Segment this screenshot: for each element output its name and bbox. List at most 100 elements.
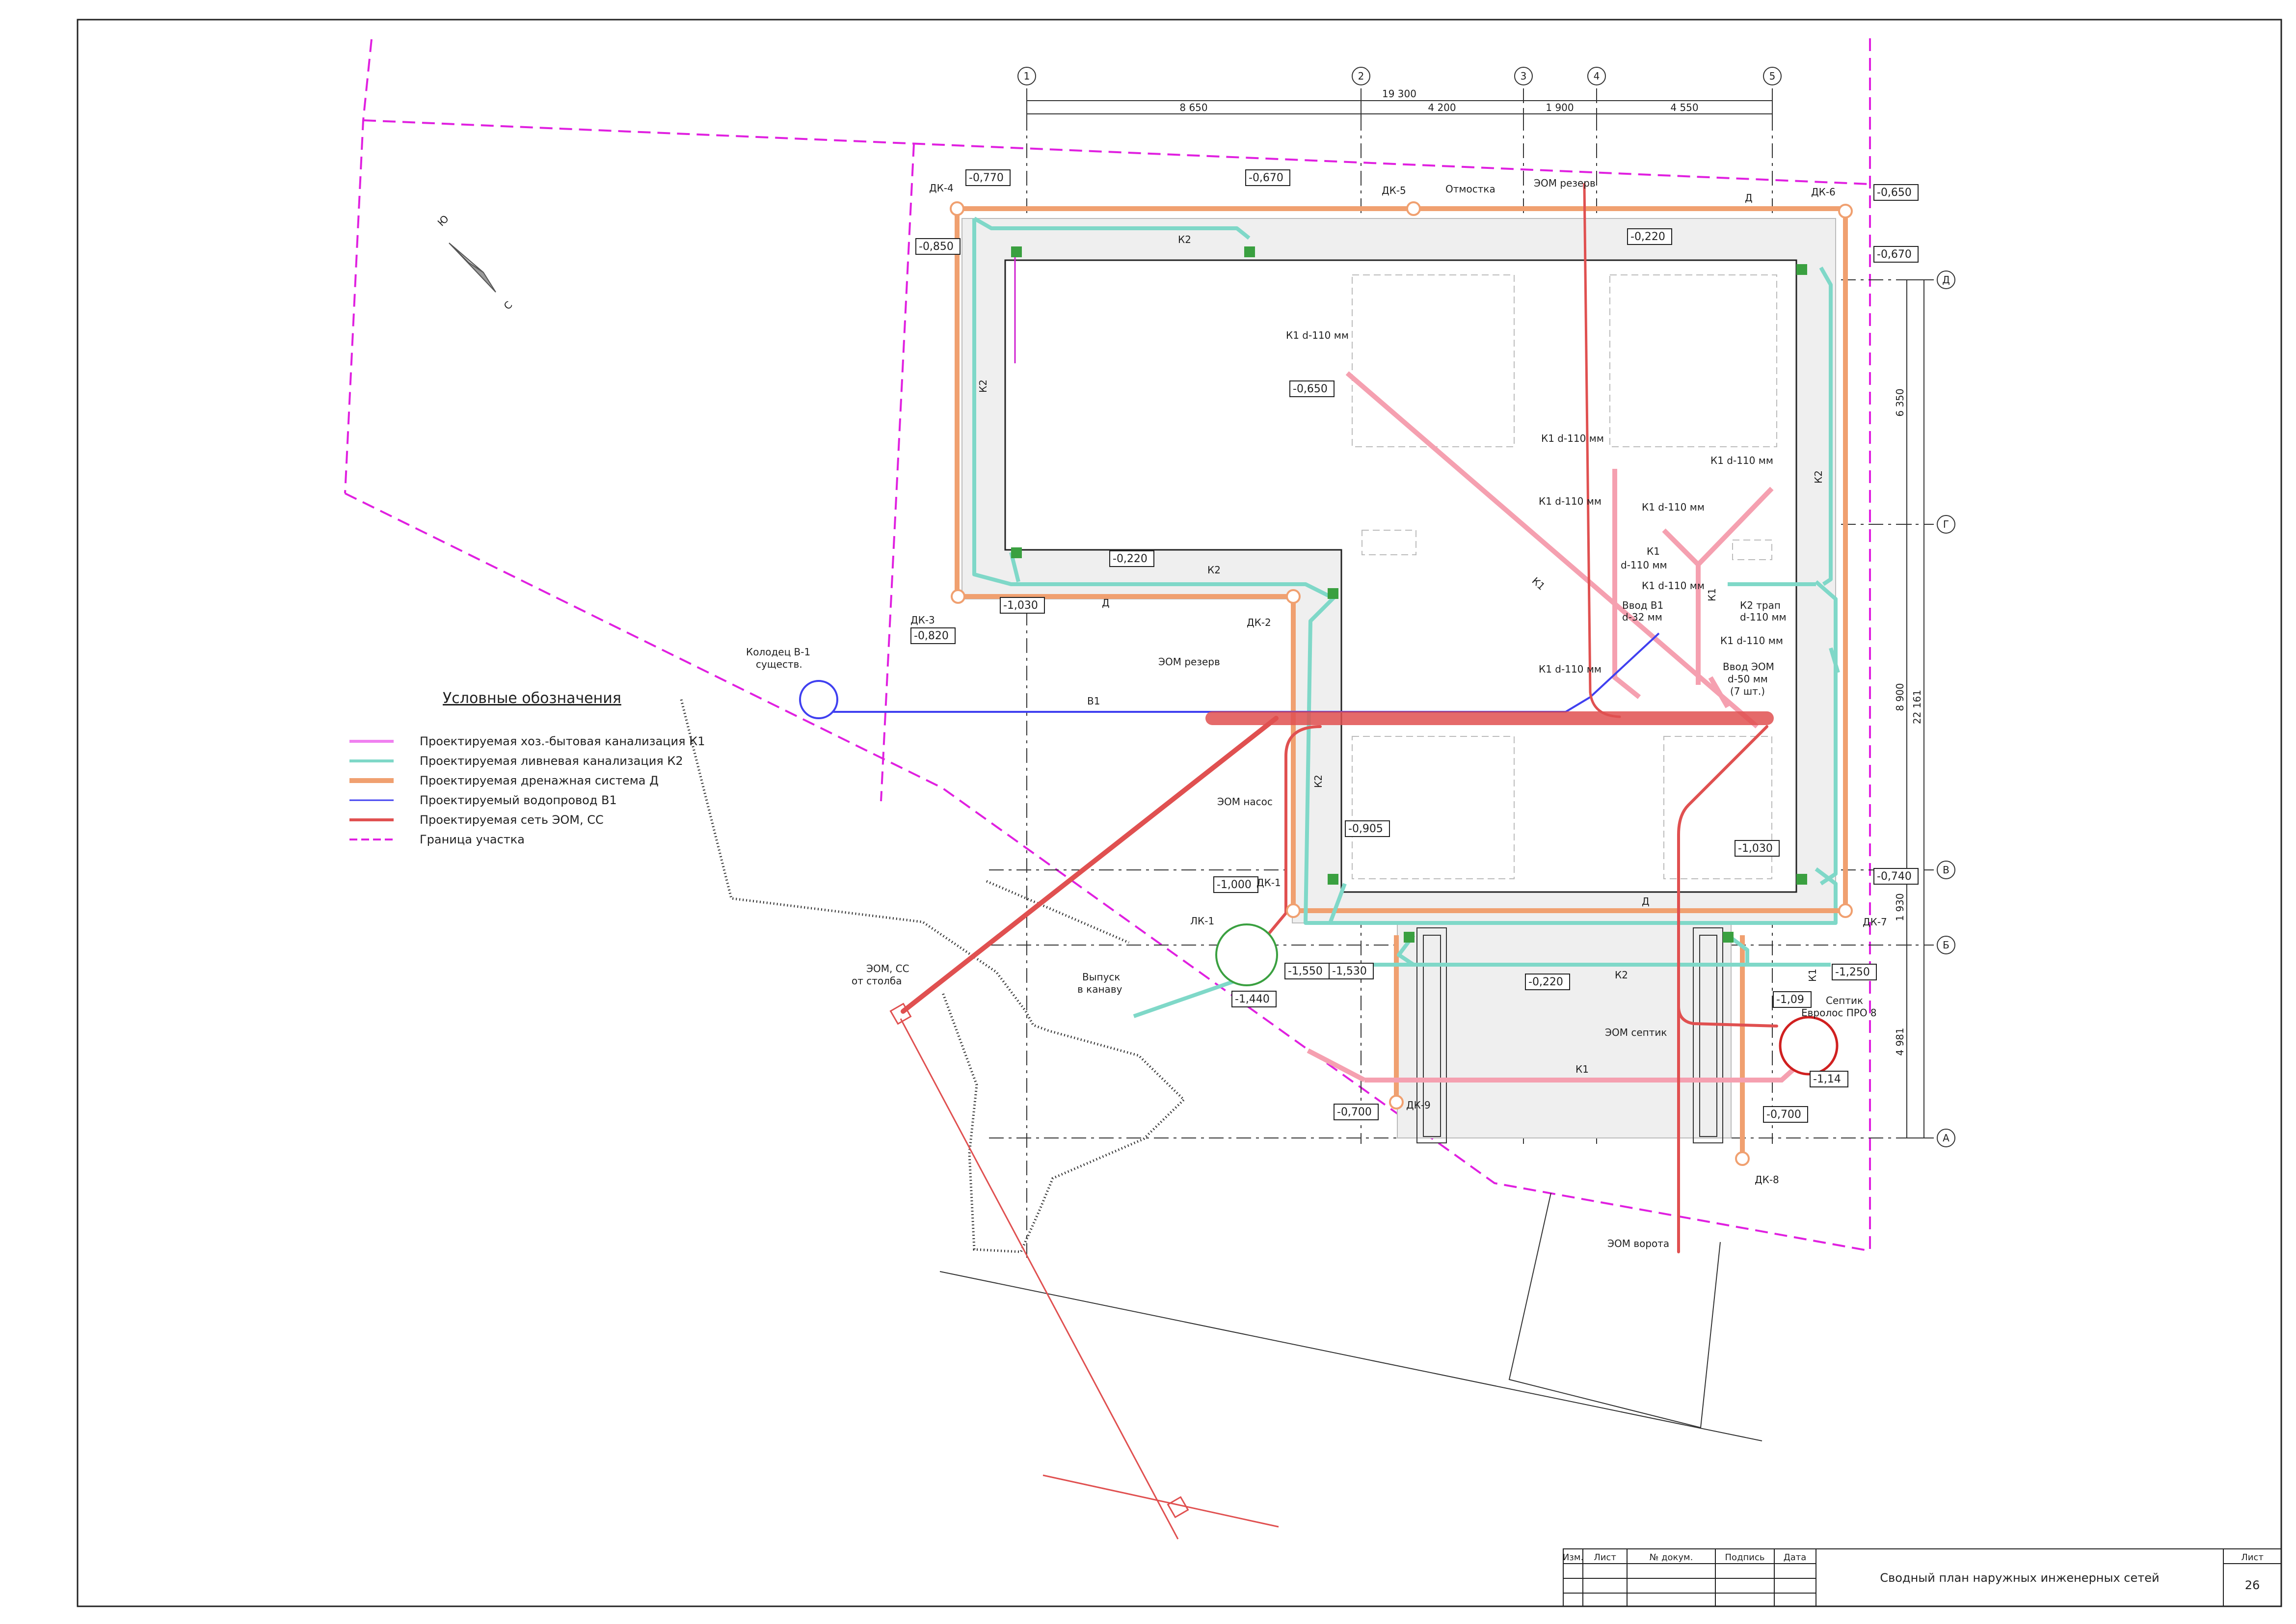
label-k2-1: К2 — [1178, 234, 1191, 245]
well-label: ДК-7 — [1863, 916, 1887, 928]
elevation-tag: -0,650 — [1289, 380, 1335, 397]
label-d-3: Д — [1642, 895, 1650, 907]
svg-text:-0,820: -0,820 — [914, 630, 949, 642]
legend-item: Проектируемая хоз.-бытовая канализация К… — [349, 734, 705, 748]
label-eom-ss-1: ЭОМ, СС — [866, 963, 909, 974]
svg-text:1: 1 — [1024, 70, 1030, 82]
label-k2-trap: К2 трап — [1740, 599, 1781, 611]
dim-top-3: 1 900 — [1546, 102, 1574, 113]
label-k1-a: К1 d-110 мм — [1541, 433, 1604, 444]
elevation-tag: -0,770 — [965, 169, 1011, 186]
elevation-tag: -1,000 — [1213, 876, 1258, 893]
label-eom-vorota: ЭОМ ворота — [1607, 1238, 1669, 1249]
well-label: ДК-5 — [1382, 185, 1406, 196]
grid-axis-G: Г — [1937, 515, 1955, 534]
dim-top-2: 4 200 — [1428, 102, 1456, 113]
grid-axis-V: В — [1937, 861, 1955, 879]
svg-text:А: А — [1943, 1132, 1949, 1144]
svg-text:3: 3 — [1521, 70, 1527, 82]
legend-item-label: Проектируемая ливневая канализация К2 — [420, 754, 683, 768]
label-vvod-b1: Ввод В1 — [1622, 599, 1663, 611]
svg-text:-0,850: -0,850 — [919, 241, 954, 253]
storm-inlets — [1011, 246, 1807, 943]
label-septik-1: Септик — [1826, 995, 1863, 1006]
label-k1-h: К1 d-110 мм — [1539, 663, 1602, 675]
elevation-tag: -0,905 — [1345, 820, 1390, 837]
elevation-tag: -1,440 — [1231, 991, 1277, 1007]
elevation-marks: -0,770 -0,670 -0,850 -0,650 -0,670 -0,220 -0,6… — [910, 169, 1919, 1123]
svg-text:-0,700: -0,700 — [1337, 1106, 1372, 1118]
svg-text:-0,220: -0,220 — [1630, 231, 1665, 243]
label-otmostka: Отмостка — [1445, 183, 1495, 195]
dim-right-3: 1 930 — [1894, 893, 1906, 921]
elevation-tag: -0,220 — [1627, 228, 1672, 245]
svg-text:-0,650: -0,650 — [1293, 383, 1328, 395]
well-label: ДК-3 — [910, 614, 935, 626]
storm-sewer-k2 — [972, 217, 1840, 1018]
svg-text:-1,250: -1,250 — [1835, 966, 1870, 978]
grid-axis-1: 1 — [1017, 67, 1036, 85]
eom-pole-line — [889, 1002, 1279, 1540]
elevation-tag: -0,670 — [1245, 169, 1290, 186]
svg-text:Дата: Дата — [1784, 1552, 1807, 1563]
svg-text:№ докум.: № докум. — [1650, 1552, 1693, 1563]
road-lines — [939, 1192, 1762, 1441]
label-kolodec-2: существ. — [756, 658, 802, 670]
label-vvod-b1-d: d-32 мм — [1622, 611, 1662, 623]
label-k1-e: К1 — [1647, 545, 1660, 557]
well-label: ДК-2 — [1247, 617, 1271, 628]
label-k1-c: К1 d-110 мм — [1539, 495, 1602, 507]
legend-item: Проектируемая сеть ЭОМ, СС — [349, 813, 604, 827]
label-d-1: Д — [1745, 192, 1753, 204]
label-eom-rezerv-top: ЭОМ резерв — [1534, 177, 1596, 189]
label-eom-septik: ЭОМ септик — [1605, 1027, 1667, 1038]
legend-item-label: Проектируемая дренажная система Д — [420, 774, 659, 787]
title-block — [1563, 1548, 2282, 1607]
label-vvod-eom: Ввод ЭОМ — [1723, 661, 1774, 673]
svg-text:-1,530: -1,530 — [1332, 965, 1367, 977]
sheet-number: 26 — [2245, 1578, 2260, 1592]
svg-text:-0,670: -0,670 — [1877, 248, 1912, 261]
sheet-frame — [77, 19, 2282, 1607]
svg-text:Лист: Лист — [1594, 1552, 1616, 1563]
storm-well-lk1 — [1215, 923, 1278, 986]
grid-axis-B: Б — [1937, 936, 1955, 954]
legend-item-label: Проектируемая сеть ЭОМ, СС — [420, 813, 604, 827]
label-k1-d: К1 d-110 мм — [1642, 501, 1705, 513]
label-k2-3: К2 — [1615, 969, 1628, 981]
svg-text:-0,905: -0,905 — [1348, 823, 1383, 835]
label-k1-f: К1 d-110 мм — [1642, 580, 1705, 592]
svg-text:-0,670: -0,670 — [1249, 172, 1283, 184]
elevation-tag: -1,14 — [1810, 1071, 1848, 1087]
svg-text:Изм.: Изм. — [1563, 1552, 1583, 1563]
legend-item: Проектируемая дренажная система Д — [349, 774, 659, 787]
svg-text:-0,700: -0,700 — [1766, 1109, 1801, 1121]
annotations: Отмостка ЭОМ резерв К1 d-110 мм К1 d-110… — [746, 177, 1877, 1249]
svg-text:-0,220: -0,220 — [1528, 976, 1563, 988]
label-eom-nasos: ЭОМ насос — [1217, 796, 1273, 808]
grid-axis-3: 3 — [1514, 67, 1533, 85]
svg-text:-1,030: -1,030 — [1738, 842, 1773, 855]
label-k1-g: К1 d-110 мм — [1720, 635, 1783, 647]
elevation-tag: -0,850 — [915, 238, 961, 255]
label-vvod-eom-n: (7 шт.) — [1730, 685, 1765, 697]
garage-pits — [1416, 927, 1723, 1143]
elevation-tag: -0,650 — [1873, 184, 1919, 201]
water-supply-b1 — [799, 632, 1660, 719]
elevation-tag: -1,250 — [1832, 964, 1877, 980]
dimensions-right — [1902, 279, 1929, 1138]
label-b1: В1 — [1087, 695, 1100, 707]
sheet-label: Лист — [2241, 1552, 2264, 1563]
dimensions-top — [1026, 96, 1773, 118]
elevation-tag: -0,670 — [1873, 246, 1919, 263]
eom-network — [901, 183, 1778, 1253]
svg-text:С: С — [502, 299, 515, 312]
drawing-title: Сводный план наружных инженерных сетей — [1880, 1571, 2159, 1585]
svg-text:Подпись: Подпись — [1725, 1552, 1765, 1563]
label-eom-ss-2: от столба — [852, 975, 902, 987]
label-k1-vert-2: К1 — [1807, 969, 1818, 982]
label-septik-2: Евролос ПРО 8 — [1801, 1007, 1877, 1019]
legend-title: Условные обозначения — [443, 690, 621, 707]
label-d-2: Д — [1102, 597, 1110, 609]
